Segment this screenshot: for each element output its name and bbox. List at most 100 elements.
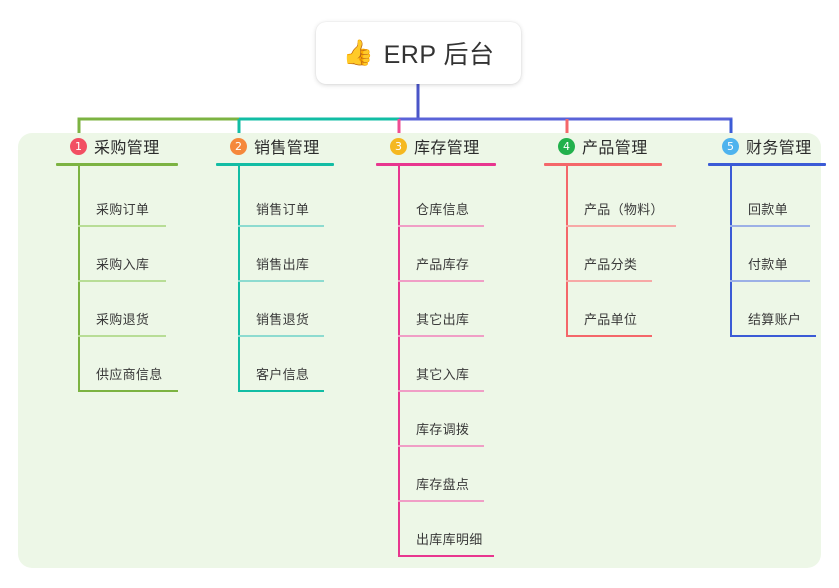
branch-items: 采购订单采购入库采购退货供应商信息 bbox=[78, 166, 206, 392]
branch-title: 采购管理 bbox=[94, 140, 160, 157]
branch-item-label: 产品库存 bbox=[416, 257, 470, 272]
branch-column: 4 产品管理产品（物料） 产品分类产品单位 bbox=[544, 133, 704, 337]
branch-items: 产品（物料） 产品分类产品单位 bbox=[566, 166, 704, 337]
branch-items: 回款单付款单结算账户 bbox=[730, 166, 839, 337]
branch-item[interactable]: 回款单 bbox=[730, 172, 839, 227]
branch-item[interactable]: 销售出库 bbox=[238, 227, 366, 282]
branch-item[interactable]: 出库库明细 bbox=[398, 502, 536, 557]
branch-item[interactable]: 库存盘点 bbox=[398, 447, 536, 502]
branch-header[interactable]: 5 财务管理 bbox=[708, 133, 839, 159]
branch-item-underline bbox=[78, 390, 178, 392]
branch-underline bbox=[56, 163, 178, 166]
branch-item[interactable]: 其它入库 bbox=[398, 337, 536, 392]
branch-item-label: 库存盘点 bbox=[416, 477, 470, 492]
branch-item[interactable]: 产品（物料） bbox=[566, 172, 704, 227]
branch-title: 产品管理 bbox=[582, 140, 648, 157]
branch-item-underline bbox=[730, 280, 810, 282]
branch-item-underline bbox=[238, 280, 324, 282]
branch-item[interactable]: 结算账户 bbox=[730, 282, 839, 337]
branch-item-underline bbox=[398, 500, 484, 502]
branch-item-underline bbox=[78, 225, 166, 227]
branch-item-label: 采购订单 bbox=[96, 202, 150, 217]
root-title: ERP 后台 bbox=[383, 41, 495, 69]
branch-item-underline bbox=[398, 335, 484, 337]
branch-title: 销售管理 bbox=[254, 140, 320, 157]
branch-column: 3 库存管理仓库信息产品库存其它出库其它入库库存调拨库存盘点出库库明细 bbox=[376, 133, 536, 557]
branch-number-badge: 2 bbox=[230, 137, 247, 155]
branch-item-label: 销售出库 bbox=[256, 257, 310, 272]
branch-item[interactable]: 仓库信息 bbox=[398, 172, 536, 227]
branch-item-label: 销售订单 bbox=[256, 202, 310, 217]
branch-item-label: 产品分类 bbox=[584, 257, 638, 272]
root-node[interactable]: 👍 ERP 后台 bbox=[316, 22, 521, 84]
branch-item[interactable]: 采购入库 bbox=[78, 227, 206, 282]
branch-item-underline bbox=[78, 280, 166, 282]
branch-items: 销售订单销售出库销售退货客户信息 bbox=[238, 166, 366, 392]
branch-underline bbox=[544, 163, 662, 166]
branch-item-underline bbox=[238, 225, 324, 227]
branch-item-underline bbox=[730, 225, 810, 227]
thumbs-up-icon: 👍 bbox=[342, 38, 374, 67]
branch-item[interactable]: 客户信息 bbox=[238, 337, 366, 392]
branch-item-label: 其它入库 bbox=[416, 367, 470, 382]
branch-items: 仓库信息产品库存其它出库其它入库库存调拨库存盘点出库库明细 bbox=[398, 166, 536, 557]
branch-item-label: 回款单 bbox=[748, 202, 788, 217]
branch-column: 5 财务管理回款单付款单结算账户 bbox=[708, 133, 839, 337]
branch-item-label: 其它出库 bbox=[416, 312, 470, 327]
branch-spine bbox=[730, 166, 732, 337]
branch-item[interactable]: 产品库存 bbox=[398, 227, 536, 282]
branch-spine bbox=[238, 166, 240, 392]
branch-item[interactable]: 产品分类 bbox=[566, 227, 704, 282]
branch-item-label: 采购退货 bbox=[96, 312, 150, 327]
branch-item-label: 出库库明细 bbox=[416, 532, 483, 547]
branch-number-badge: 1 bbox=[70, 137, 87, 155]
branch-item-underline bbox=[566, 280, 652, 282]
branch-item-underline bbox=[566, 335, 652, 337]
branch-number-badge: 5 bbox=[722, 137, 739, 155]
branch-underline bbox=[216, 163, 334, 166]
branch-item[interactable]: 其它出库 bbox=[398, 282, 536, 337]
branch-item-label: 采购入库 bbox=[96, 257, 150, 272]
branch-header[interactable]: 4 产品管理 bbox=[544, 133, 704, 159]
branch-item[interactable]: 采购退货 bbox=[78, 282, 206, 337]
branch-header[interactable]: 1 采购管理 bbox=[56, 133, 206, 159]
branch-item[interactable]: 产品单位 bbox=[566, 282, 704, 337]
branch-item-label: 付款单 bbox=[748, 257, 788, 272]
branch-underline bbox=[376, 163, 496, 166]
branch-item[interactable]: 采购订单 bbox=[78, 172, 206, 227]
branch-spine bbox=[398, 166, 400, 557]
branch-item-underline bbox=[238, 390, 324, 392]
branch-title: 库存管理 bbox=[414, 140, 480, 157]
branch-number-badge: 4 bbox=[558, 137, 575, 155]
branch-item-label: 产品单位 bbox=[584, 312, 638, 327]
branch-item-underline bbox=[730, 335, 816, 337]
branch-item-label: 供应商信息 bbox=[96, 367, 163, 382]
branch-item[interactable]: 销售退货 bbox=[238, 282, 366, 337]
branch-item-label: 销售退货 bbox=[256, 312, 310, 327]
branch-item[interactable]: 供应商信息 bbox=[78, 337, 206, 392]
branch-item-underline bbox=[398, 225, 484, 227]
branch-item-label: 仓库信息 bbox=[416, 202, 470, 217]
branch-title: 财务管理 bbox=[746, 140, 812, 157]
branch-header[interactable]: 3 库存管理 bbox=[376, 133, 536, 159]
branch-item-underline bbox=[398, 390, 484, 392]
branch-item-label: 产品（物料） bbox=[584, 202, 664, 217]
branch-item-label: 库存调拨 bbox=[416, 422, 470, 437]
branch-number-badge: 3 bbox=[390, 137, 407, 155]
branch-item-underline bbox=[398, 280, 484, 282]
branch-header[interactable]: 2 销售管理 bbox=[216, 133, 366, 159]
branch-underline bbox=[708, 163, 826, 166]
branch-item-underline bbox=[566, 225, 676, 227]
diagram-panel: 1 采购管理采购订单采购入库采购退货供应商信息 2 销售管理销售订单销售出库销售退货客… bbox=[18, 133, 826, 568]
branch-item[interactable]: 库存调拨 bbox=[398, 392, 536, 447]
branch-item[interactable]: 付款单 bbox=[730, 227, 839, 282]
branch-spine bbox=[78, 166, 80, 392]
branch-item-underline bbox=[398, 445, 484, 447]
branch-item-underline bbox=[78, 335, 166, 337]
branch-item-underline bbox=[238, 335, 324, 337]
branch-item[interactable]: 销售订单 bbox=[238, 172, 366, 227]
branch-item-label: 客户信息 bbox=[256, 367, 310, 382]
branch-column: 1 采购管理采购订单采购入库采购退货供应商信息 bbox=[56, 133, 206, 392]
branch-column: 2 销售管理销售订单销售出库销售退货客户信息 bbox=[216, 133, 366, 392]
branch-item-underline bbox=[398, 555, 494, 557]
